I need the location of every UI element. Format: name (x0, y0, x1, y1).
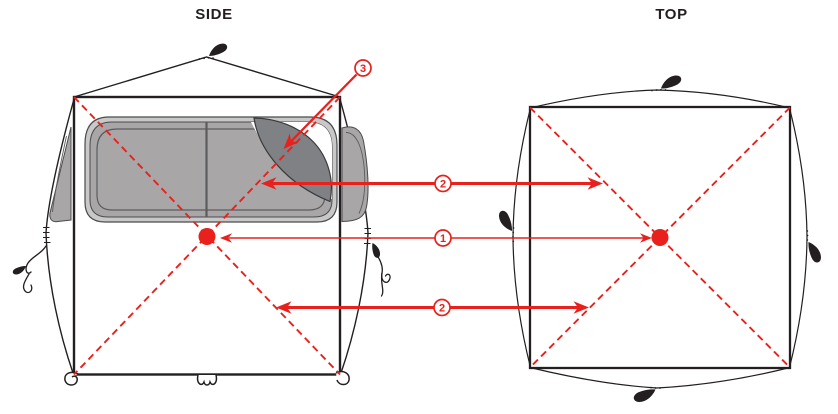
top-view-title: TOP (655, 6, 687, 23)
center-hub-dot (651, 229, 669, 246)
arrow-shaft (288, 73, 358, 145)
top-hub-tie-toggle (659, 71, 683, 96)
left-side-panel-stitch (52, 135, 67, 213)
callout-2-upper: 2 (261, 174, 603, 193)
callout-number: 1 (440, 233, 446, 245)
callout-2-lower: 2 (276, 298, 589, 317)
callout-badge (433, 298, 451, 317)
window (84, 116, 338, 223)
right-side-panel-stitch (345, 132, 366, 214)
callout-badge (434, 174, 452, 193)
top-view-cross-brace (529, 106, 791, 369)
apex-stitch-dots (198, 56, 214, 60)
side-view-title: SIDE (195, 6, 232, 23)
side-view: SIDE (11, 6, 391, 386)
center-hub-dot (198, 228, 216, 245)
stake-loop-left (64, 371, 79, 386)
side-tie-left (11, 226, 51, 294)
top-bowed-edge (529, 89, 791, 109)
diagonal-brace-line (73, 96, 341, 376)
right-side-panel (341, 126, 369, 223)
callout-number: 2 (439, 302, 445, 314)
side-tie-right (364, 227, 391, 297)
callout-number: 2 (440, 178, 446, 190)
bottom-hub-tie-toggle (632, 381, 657, 407)
callout-badge (434, 229, 452, 247)
window-flap-curl (253, 117, 332, 203)
stake-loop-center (196, 374, 218, 386)
left-hub-tie-toggle (494, 209, 519, 233)
callout-3-flap: 3 (278, 59, 372, 154)
roof-outline (73, 56, 341, 98)
callout-badge (354, 59, 372, 77)
bottom-bowed-edge (529, 366, 791, 389)
right-hub-tie-toggle (801, 240, 826, 265)
callout-1-center: 1 (220, 229, 652, 247)
diagonal-brace-line (529, 106, 791, 369)
dimension-callouts: 2 1 2 3 (220, 59, 652, 317)
top-view: TOP (494, 6, 826, 407)
left-side-panel (49, 126, 72, 223)
callout-number: 3 (360, 63, 366, 75)
right-bowed-edge (788, 107, 808, 368)
diagonal-brace-line (529, 106, 791, 369)
